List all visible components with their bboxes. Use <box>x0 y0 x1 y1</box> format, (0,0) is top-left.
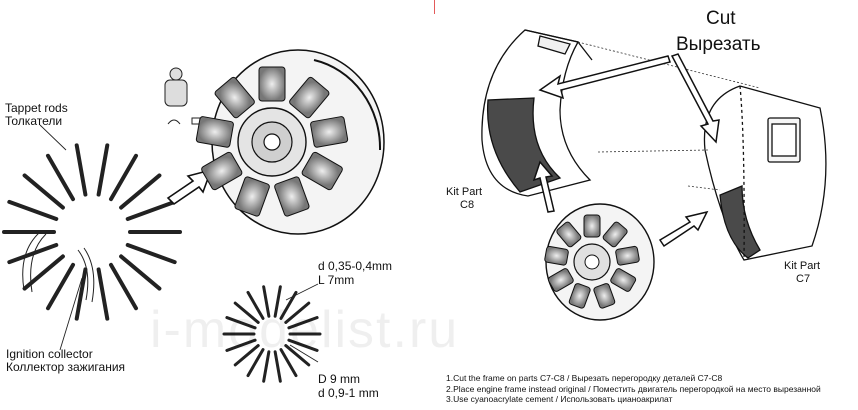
rod-diameter-label: d 0,35-0,4mm <box>318 259 393 273</box>
ignition-collector <box>22 231 95 303</box>
leader-lines-left <box>39 124 319 363</box>
radial-engine-right <box>544 203 655 321</box>
engine-cylinder <box>602 221 628 248</box>
ring-rod <box>233 344 260 367</box>
radial-engine-left <box>195 49 385 235</box>
small-parts <box>164 67 207 125</box>
tappet-rods-label-en: Tappet rods <box>5 101 68 115</box>
guide-lines-right <box>577 41 761 191</box>
tappet-rods-set <box>2 143 182 321</box>
tappet-rod <box>109 262 138 311</box>
ignition-collector-label-en: Ignition collector <box>6 347 93 361</box>
ignition-collector-label-ru: Коллектор зажигания <box>6 360 126 374</box>
ring-rod <box>262 350 271 383</box>
cut-label-ru: Вырезать <box>676 34 761 55</box>
tappet-rod <box>74 267 88 321</box>
ring-rod <box>279 290 298 320</box>
watermark: i-modelist.ru <box>150 301 460 359</box>
cowling-part-c7 <box>703 85 827 261</box>
engine-cylinder <box>258 66 286 102</box>
tappet-rod <box>46 262 75 311</box>
tappet-rod <box>96 267 110 321</box>
engine-cylinder <box>556 221 582 248</box>
small-rod-ring <box>222 285 322 383</box>
engine-cylinder <box>583 214 601 238</box>
ring-rod <box>273 285 282 318</box>
kit-part-c8-number: C8 <box>460 199 475 211</box>
note-2: 2.Place engine frame instead original / … <box>446 383 821 394</box>
tappet-rod <box>125 242 177 265</box>
engine-cylinder <box>214 76 255 119</box>
tappet-rod <box>119 173 162 210</box>
tappet-rod <box>7 242 59 265</box>
kit-part-c8-label: Kit Part <box>446 186 483 198</box>
ring-rod <box>287 316 319 330</box>
engine-cylinder <box>615 245 640 266</box>
tappet-rod <box>22 173 65 210</box>
ring-rod <box>287 338 319 352</box>
tappet-rods-label-ru: Толкатели <box>5 114 63 128</box>
engine-cylinder <box>593 283 616 309</box>
engine-cylinder <box>547 268 574 292</box>
note-1: 1.Cut the frame on parts C7-C8 / Вырезат… <box>446 373 723 383</box>
ring-rod <box>246 348 265 378</box>
ring-wire-diameter-label: d 0,9-1 mm <box>318 386 379 400</box>
tappet-rod <box>74 143 88 197</box>
engine-cylinder <box>301 151 343 191</box>
page-divider <box>434 0 435 14</box>
engine-cylinder <box>195 116 234 148</box>
ring-rod <box>246 290 265 320</box>
ring-rod <box>284 344 311 367</box>
ring-rod <box>262 285 271 318</box>
kit-part-c7-label: Kit Part <box>784 260 821 272</box>
instruction-notes: 1.Cut the frame on parts C7-C8 / Вырезат… <box>446 373 821 405</box>
cut-arrows <box>532 53 720 248</box>
engine-cylinder <box>274 176 310 217</box>
tappet-rod <box>125 199 177 222</box>
engine-cylinder <box>234 176 270 217</box>
engine-cylinder <box>610 268 637 292</box>
ring-rod <box>233 301 260 324</box>
tappet-rod <box>109 153 138 202</box>
ring-outer-diameter-label: D 9 mm <box>318 372 360 386</box>
tappet-rod <box>119 254 162 291</box>
kit-part-c7-number: C7 <box>796 273 811 285</box>
engine-cylinder <box>310 116 349 148</box>
engine-cylinder <box>289 76 330 119</box>
engine-cylinder <box>201 151 243 191</box>
note-3: 3.Use cyanoacrylate cement / Использоват… <box>446 394 673 404</box>
engine-cylinder <box>568 283 591 309</box>
ring-rod <box>284 301 311 324</box>
rod-length-label: L 7mm <box>318 273 355 287</box>
cut-label-en: Cut <box>706 8 736 29</box>
ring-rod <box>279 348 298 378</box>
ring-rod <box>273 350 282 383</box>
tappet-rod <box>7 199 59 222</box>
tappet-rod <box>96 143 110 197</box>
ring-rod <box>225 338 257 352</box>
ring-rod <box>225 316 257 330</box>
arrow-to-engine <box>166 168 213 206</box>
engine-cylinder <box>544 245 569 266</box>
tappet-rod <box>46 153 75 202</box>
